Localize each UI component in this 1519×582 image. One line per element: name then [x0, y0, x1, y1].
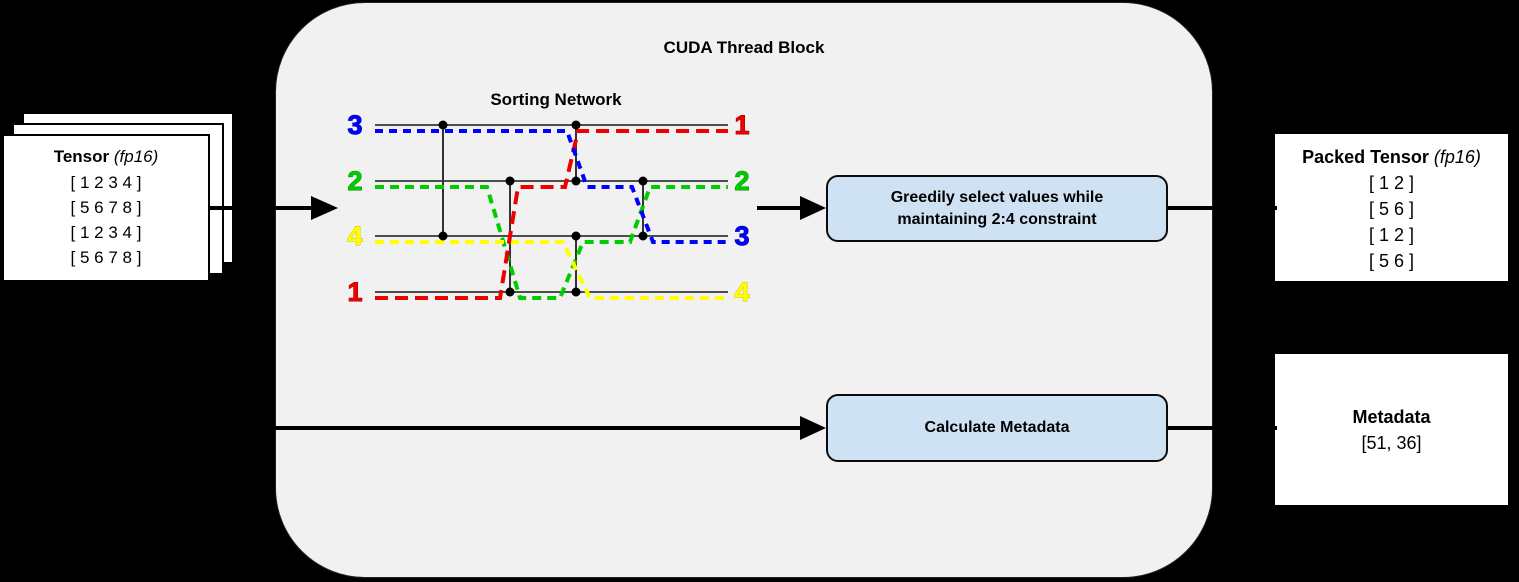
greedy-select-box: Greedily select values while maintaining… — [826, 175, 1168, 242]
packed-tensor-dtype: (fp16) — [1433, 147, 1481, 167]
tensor-dtype: (fp16) — [113, 147, 159, 166]
tensor-row: [ 1 2 3 4 ] — [70, 223, 142, 242]
line-calc-to-metadata — [1168, 426, 1277, 430]
packed-tensor-title: Packed Tensor (fp16) — [1302, 144, 1481, 170]
arrowhead-right-icon — [311, 196, 338, 220]
arrow-line — [757, 206, 803, 210]
label-right-4: 4 — [734, 277, 749, 307]
path-value-1-red — [375, 129, 728, 300]
packed-tensor-title-text: Packed Tensor — [1302, 147, 1429, 167]
metadata-box: Metadata [51, 36] — [1275, 354, 1508, 505]
line-greedy-to-packed — [1168, 206, 1277, 210]
calculate-metadata-box: Calculate Metadata — [826, 394, 1168, 462]
sorting-network-title: Sorting Network — [490, 90, 622, 109]
comparator-dot — [438, 120, 448, 130]
greedy-select-label-line1: Greedily select values while — [890, 188, 1104, 206]
arrow-line — [274, 426, 802, 430]
comparator-dot — [571, 176, 581, 186]
tensor-row: [ 5 6 7 8 ] — [70, 248, 142, 267]
comparator-dot — [438, 231, 448, 241]
label-left-3: 3 — [347, 110, 362, 140]
comparator-dot — [638, 231, 648, 241]
path-value-2-green — [375, 185, 728, 300]
path-value-3-blue — [375, 129, 728, 244]
label-right-3: 3 — [734, 221, 749, 251]
comparator-dot — [505, 176, 515, 186]
comparator-dot — [571, 287, 581, 297]
comparator-dot — [571, 231, 581, 241]
greedy-select-label-line2: maintaining 2:4 constraint — [897, 210, 1097, 228]
comparator-dot — [638, 176, 648, 186]
packed-row: [ 5 6 ] — [1368, 199, 1415, 219]
path-value-4-yellow — [375, 240, 728, 300]
comparator-dot — [571, 120, 581, 130]
arrowhead-right-icon — [800, 196, 826, 220]
packed-tensor-box: Packed Tensor (fp16) [ 1 2 ] [ 5 6 ] [ 1… — [1275, 134, 1508, 281]
tensor-card-front: Tensor (fp16) [ 1 2 3 4 ] [ 5 6 7 8 ] [ … — [2, 134, 210, 282]
comparator-dot — [505, 287, 515, 297]
tensor-title-text: Tensor — [53, 147, 110, 166]
packed-row: [ 1 2 ] — [1368, 225, 1415, 245]
packed-row: [ 1 2 ] — [1368, 173, 1415, 193]
label-right-2: 2 — [734, 166, 749, 196]
tensor-row: [ 5 6 7 8 ] — [70, 198, 142, 217]
arrow-line — [210, 206, 312, 210]
tensor-title: Tensor (fp16) — [54, 144, 159, 170]
metadata-value: [51, 36] — [1361, 432, 1422, 453]
calculate-metadata-label: Calculate Metadata — [924, 419, 1070, 436]
arrowhead-right-icon — [800, 416, 826, 440]
cuda-thread-block-title: CUDA Thread Block — [663, 38, 825, 57]
label-left-4: 4 — [347, 221, 362, 251]
metadata-title: Metadata — [1352, 406, 1431, 427]
packed-row: [ 5 6 ] — [1368, 251, 1415, 271]
tensor-row: [ 1 2 3 4 ] — [70, 173, 142, 192]
label-left-1: 1 — [347, 277, 362, 307]
cuda-thread-block-container — [275, 2, 1213, 578]
sorting-network: Sorting Network 3 2 4 1 1 — [347, 90, 750, 308]
label-right-1: 1 — [734, 110, 749, 140]
label-left-2: 2 — [347, 166, 362, 196]
